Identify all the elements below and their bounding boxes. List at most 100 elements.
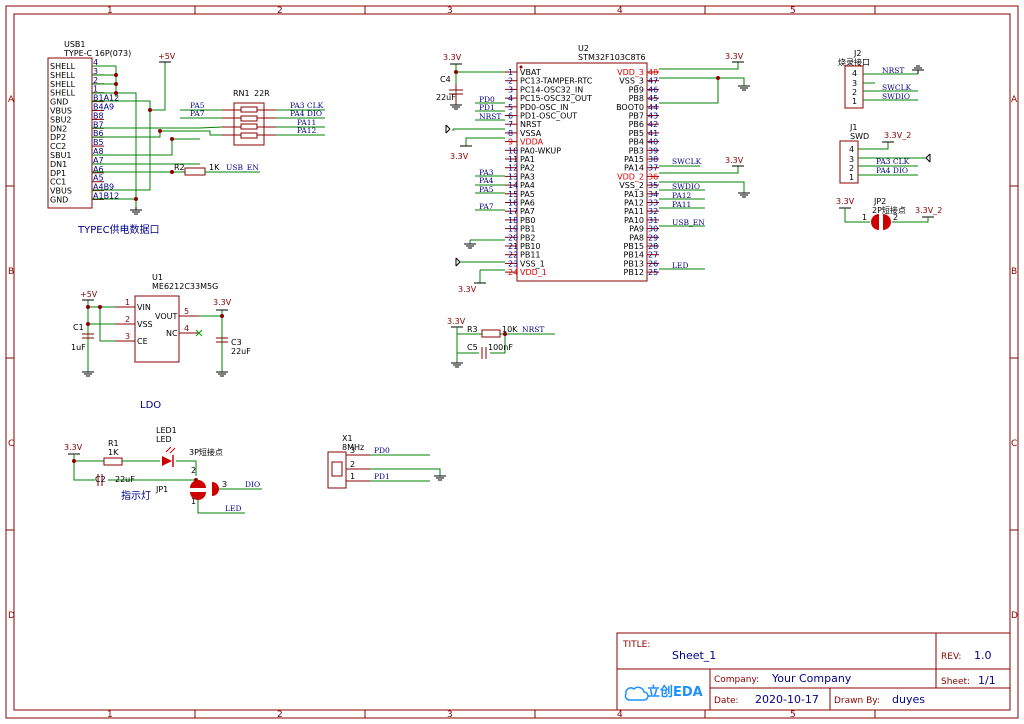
usb-pin-name: DP1	[50, 169, 66, 178]
row-label-right: B	[1011, 267, 1017, 277]
usb-caption: TYPEC供电数据口	[77, 223, 160, 236]
c5-value: 100nF	[488, 343, 513, 352]
row-label-right: D	[1011, 611, 1018, 621]
j1-desc: SWD	[850, 132, 869, 141]
mcu-pin-name: PA11	[624, 207, 644, 216]
mcu-pin-name: PA13	[624, 190, 644, 199]
net-label: PA4 DIO	[290, 109, 322, 118]
usb-pin-number: A1B12	[93, 192, 119, 201]
ldo-regulator: U1 ME6212C33M5G 1 VIN 2 VSS 3 CE 5 VOUT …	[71, 273, 251, 411]
header-j1: J1 SWD 4 3 2 1 3.3V_2 PA3 CLK PA4 DIO	[839, 123, 931, 184]
pin-number: 3	[350, 446, 355, 455]
mcu-pin-name: PA12	[624, 199, 644, 208]
mcu-pin-name: VSS_2	[619, 181, 644, 190]
mcu-pin-name: NRST	[520, 120, 542, 129]
mcu-pin-name: PB0	[520, 216, 535, 225]
mcu-pin-number: 32	[648, 207, 658, 216]
mcu-pin-number: 44	[648, 103, 658, 112]
mcu-pin-name: VSSA	[520, 129, 542, 138]
net-label: PD1	[479, 103, 495, 112]
mcu-pin-number: 36	[648, 172, 658, 181]
pin-number: 3	[125, 332, 130, 341]
x1-value: 8MHz	[342, 443, 364, 452]
net-label: PA12	[297, 126, 317, 135]
col-label-bottom: 1	[107, 710, 113, 720]
mcu-pin-number: 30	[648, 225, 658, 234]
mcu-pin-name: VSS_3	[619, 77, 644, 86]
net-label: PA7	[190, 109, 205, 118]
led-caption: 指示灯	[121, 489, 151, 502]
usb-pin-number: B5	[93, 138, 104, 147]
sheet-label: Sheet:	[941, 677, 970, 687]
net-label: PD0	[479, 95, 495, 104]
mcu-pin-name: PA7	[520, 207, 535, 216]
pin-number: 1	[852, 97, 857, 106]
pin-name: NC	[166, 329, 178, 338]
mcu-pin-number: 12	[508, 164, 518, 173]
usb-pin-name: DN2	[50, 124, 67, 133]
rev-label: REV:	[941, 652, 961, 662]
mcu-pin-number: 24	[508, 268, 518, 277]
net-label: PA12	[672, 191, 692, 200]
mcu-pin-name: PA1	[520, 155, 535, 164]
vcc-label: 3.3V	[64, 443, 83, 452]
mcu-pin-name: PB8	[629, 94, 644, 103]
net-label: NRST	[479, 112, 501, 121]
usb-pin-name: CC2	[50, 142, 66, 151]
jumper-jp2: JP2 2P短接点 3.3V 3.3V_2 1 2	[836, 197, 942, 230]
row-label-left: B	[8, 267, 14, 277]
mcu-pin-name: PC15-OSC32_OUT	[520, 94, 592, 103]
usb-pin-name: DN1	[50, 160, 67, 169]
usb-pin-number: 2	[93, 76, 98, 85]
mcu-pin-name: PB5	[629, 129, 644, 138]
mcu-pin-name: PA4	[520, 181, 535, 190]
usb-pin-number: A8	[93, 147, 104, 156]
usb-pin-name: DP2	[50, 133, 66, 142]
usb-pin-name: SHELL	[50, 62, 76, 71]
net-label: SWDIO	[882, 92, 910, 101]
mcu-pin-number: 22	[508, 251, 518, 260]
mcu-pin-number: 47	[648, 77, 658, 86]
mcu-pin-number: 1	[508, 68, 513, 77]
r1-value: 1K	[108, 448, 119, 457]
mcu-pin-number: 38	[648, 155, 658, 164]
net-label: USB_EN	[672, 218, 705, 227]
mcu-part: STM32F103C8T6	[578, 53, 646, 62]
mcu-pin-number: 45	[648, 94, 658, 103]
drawn-value: duyes	[892, 693, 925, 706]
mcu-pin-name: VDD_3	[617, 68, 644, 77]
usb-pin-name: GND	[50, 196, 68, 205]
mcu-pin-name: VDDA	[520, 138, 544, 147]
usb-pin-number: 1	[93, 85, 98, 94]
pin-number: 2	[350, 460, 355, 469]
led1-value: LED	[156, 435, 172, 444]
mcu-pin-number: 16	[508, 199, 518, 208]
crystal-x1: X1 8MHz 3 2 1 PD0 PD1	[327, 434, 446, 489]
mcu-pin-name: PA6	[520, 199, 535, 208]
mcu-pin-name: PB9	[629, 85, 644, 94]
led-indicator: 3.3V R1 1K LED1 LED C2 22uF 3P短接点 JP1 2 …	[64, 426, 262, 514]
mcu-pin-number: 8	[508, 129, 513, 138]
mcu-pin-name: PA15	[624, 155, 644, 164]
net-label: PA5	[479, 185, 494, 194]
pin-number: 4	[849, 145, 854, 154]
mcu-pin-number: 39	[648, 146, 658, 155]
jp2-desc: 2P短接点	[872, 205, 906, 215]
pin-number: 3	[222, 480, 227, 489]
col-label-bottom: 2	[277, 710, 283, 720]
r3-value: 10K	[502, 325, 518, 334]
date-label: Date:	[714, 696, 739, 706]
pin-number: 2	[191, 466, 196, 475]
pin-number: 1	[849, 173, 854, 182]
r1-ref: R1	[108, 439, 119, 448]
x1-ref: X1	[342, 434, 353, 443]
net-label: USB_EN	[226, 163, 259, 172]
net-label: LED	[225, 504, 241, 513]
mcu-pin-name: PC14-OSC32_IN	[520, 85, 583, 94]
net-label: SWCLK	[672, 157, 702, 166]
net-label: SWDIO	[672, 182, 700, 191]
mcu-pin-number: 48	[648, 68, 658, 77]
pin-number: 1	[862, 213, 867, 222]
frame-col-labels: 1 2 3 4 5 1 2 3 4 5	[107, 6, 796, 720]
